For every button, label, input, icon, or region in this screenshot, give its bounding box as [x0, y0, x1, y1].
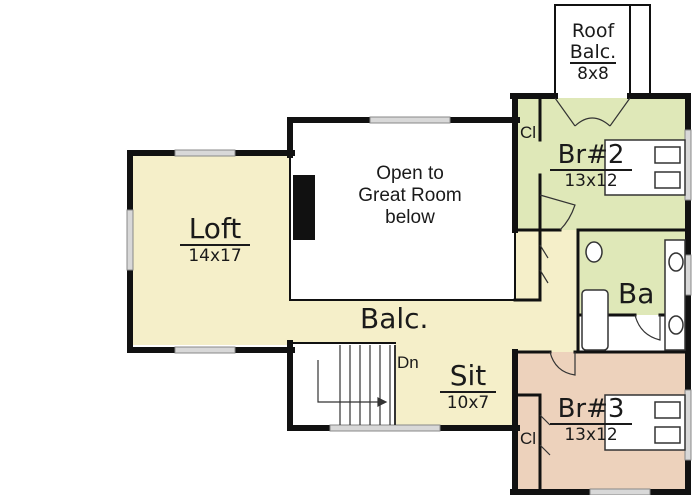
roof-balcony-size: 8x8 [577, 64, 609, 84]
bed-br3-pillow-1 [654, 401, 681, 419]
open-to-below-fill [293, 122, 515, 300]
sit-fill [395, 340, 520, 425]
br2-size: 13x12 [564, 171, 618, 191]
stairs [317, 345, 396, 425]
stairs-down-label: Dn [397, 353, 419, 372]
loft-main-fill [133, 155, 290, 345]
roof-balcony-label: Roof Balc. 8x8 [562, 22, 624, 83]
open-to-below-label: Open to Great Room below [335, 163, 485, 229]
bath-name: Ba [618, 277, 655, 310]
balc-right-fill [515, 225, 580, 355]
sink-1 [668, 252, 684, 272]
loft-name: Loft [180, 215, 250, 246]
toilet [585, 241, 603, 263]
sink-2 [668, 315, 684, 335]
loft-label: Loft 14x17 [180, 215, 250, 265]
br3-label: Br#3 13x12 [550, 396, 632, 444]
sit-label: Sit 10x7 [440, 362, 496, 412]
br3-name: Br#3 [550, 396, 632, 425]
br2-label: Br#2 13x12 [550, 142, 632, 190]
bath-fixtures [581, 239, 686, 351]
fireplace [293, 175, 315, 240]
beds [604, 139, 686, 451]
sit-name: Sit [440, 362, 496, 393]
open-to-below-line1: Open to [376, 163, 444, 184]
loft-size: 14x17 [188, 246, 242, 266]
br2-closet-label: Cl [520, 123, 537, 142]
sit-size: 10x7 [446, 393, 490, 413]
br2-name: Br#2 [550, 142, 632, 171]
br3-size: 13x12 [564, 425, 618, 445]
stair-fill [293, 343, 395, 425]
open-to-below-line3: below [385, 207, 435, 228]
open-to-below-line2: Great Room [358, 185, 462, 206]
bed-br2-pillow-2 [654, 171, 681, 189]
bed-br2-pillow-1 [654, 146, 681, 164]
roof-balcony-name-line1: Roof [571, 20, 615, 42]
windows [126, 116, 692, 495]
bed-br3-pillow-2 [654, 426, 681, 444]
roof-balcony-fill [555, 5, 650, 98]
doors [539, 97, 661, 456]
balcony-name: Balc. [360, 302, 429, 335]
br3-closet-label: Cl [520, 429, 537, 448]
bathtub [581, 289, 609, 351]
roof-balcony-name-line2: Balc. [569, 41, 617, 64]
